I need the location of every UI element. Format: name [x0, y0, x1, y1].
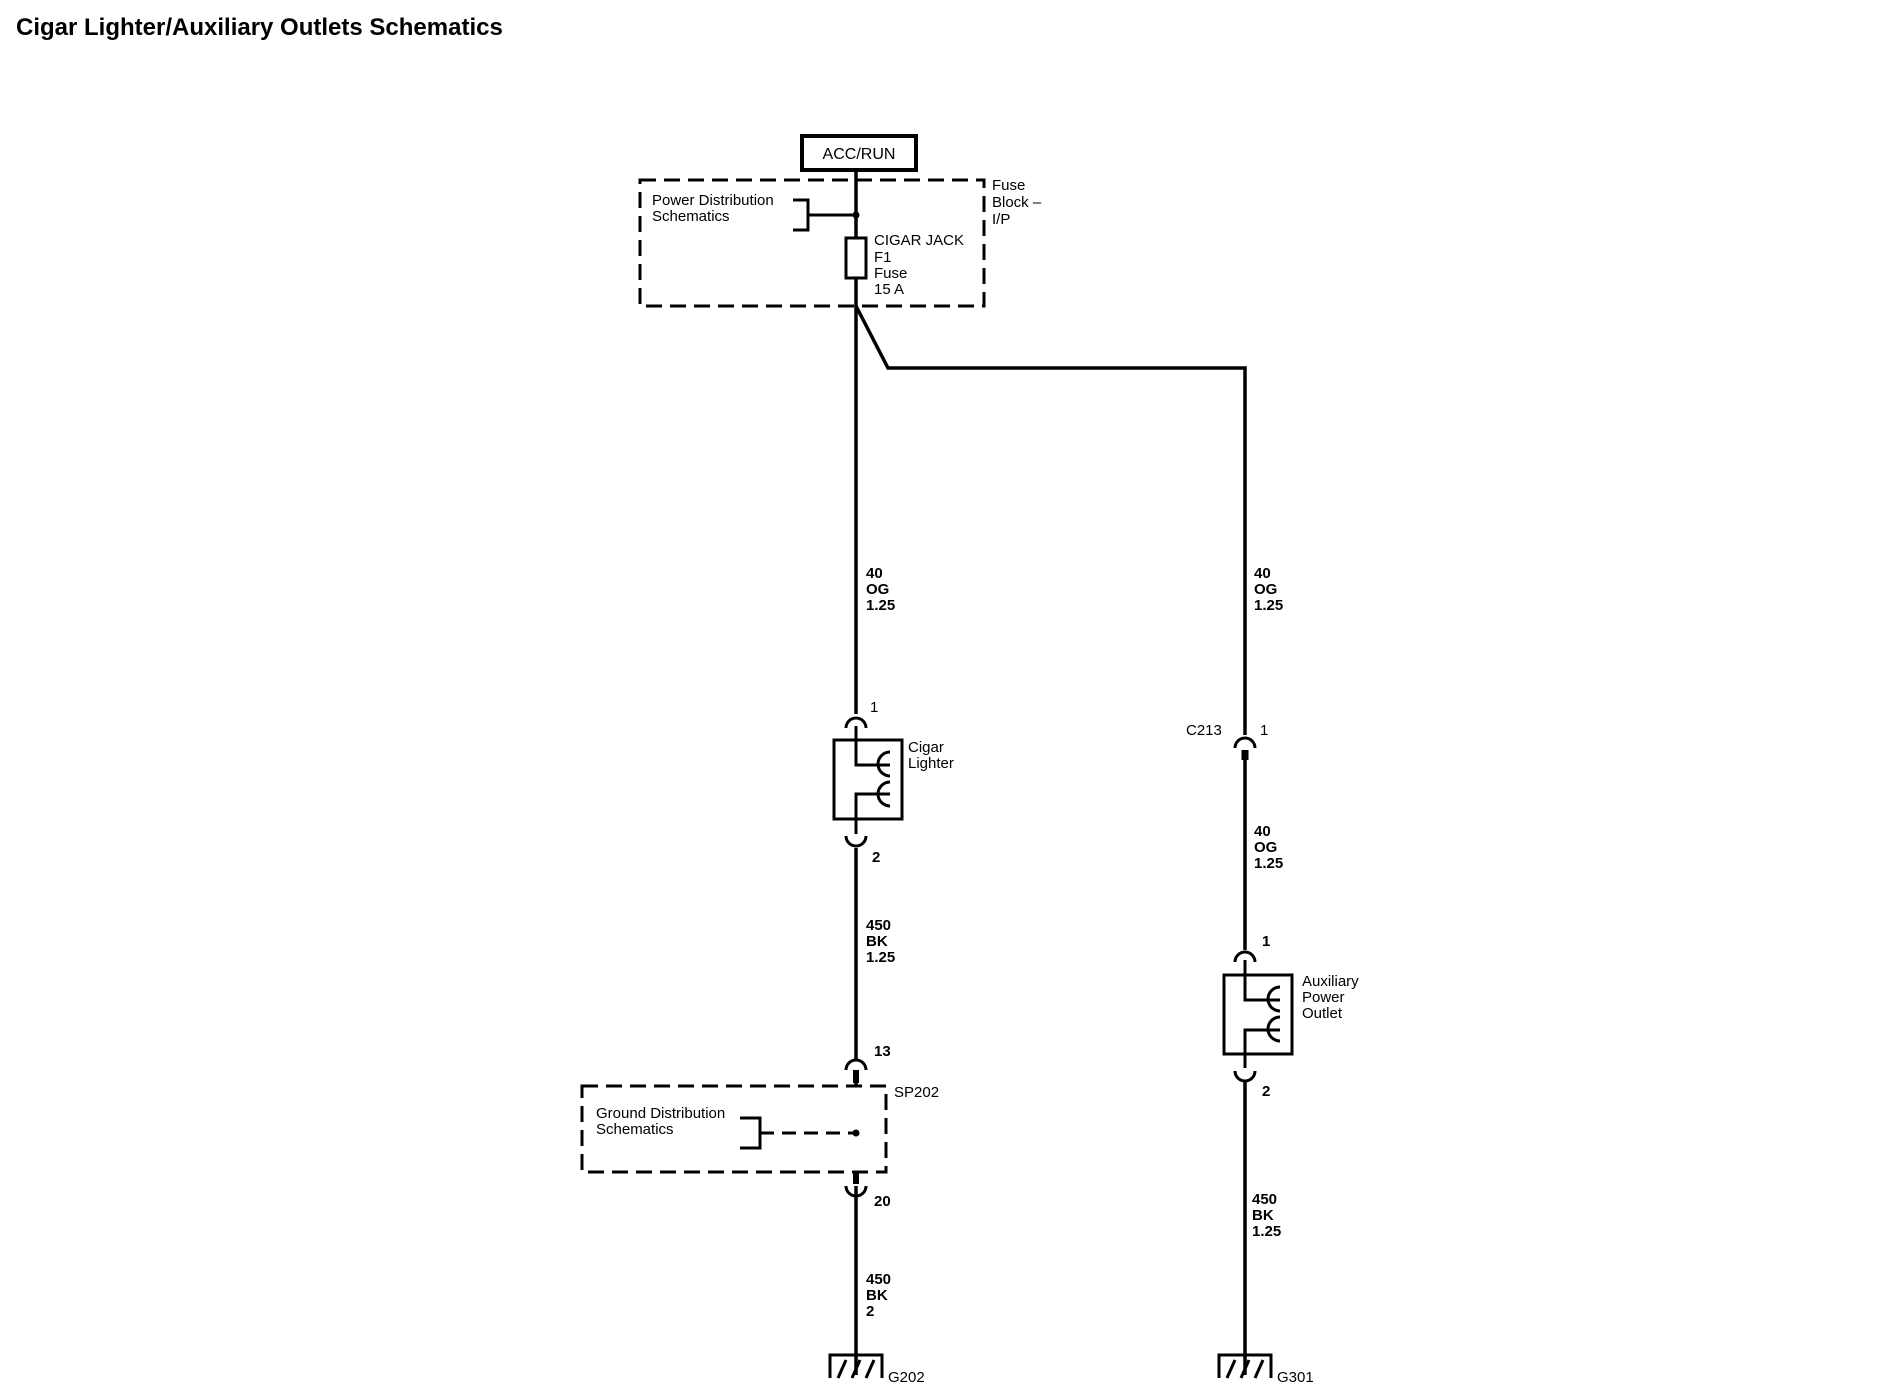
wire-left-mid-gauge: 1.25 — [866, 949, 895, 966]
sp202-splice-dot — [852, 1129, 860, 1137]
aux-outlet-component — [1222, 950, 1294, 1083]
aux-outlet-pin-bottom: 2 — [1262, 1083, 1270, 1100]
cigar-lighter-pin-bottom: 2 — [872, 849, 880, 866]
sp202-pin-top: 13 — [874, 1043, 891, 1060]
fuse-block-name-line1: Fuse — [992, 177, 1025, 194]
cigar-lighter-pin2-connector — [844, 835, 868, 848]
fuse-block-name-line3: I/P — [992, 211, 1010, 228]
wire-right-bottom-color: BK — [1252, 1207, 1274, 1224]
fuse-block-name-line2: Block – — [992, 194, 1042, 211]
wire-left-top-color: OG — [866, 581, 889, 598]
aux-outlet-pin-top: 1 — [1262, 933, 1270, 950]
ground-distribution-ref-line1: Ground Distribution — [596, 1105, 725, 1122]
aux-outlet-label-line1: Auxiliary — [1302, 973, 1359, 990]
wire-right-bottom-gauge: 1.25 — [1252, 1223, 1281, 1240]
ground-distribution-ref-line2: Schematics — [596, 1121, 674, 1138]
wire-right-top-color: OG — [1254, 581, 1277, 598]
cigar-lighter-label-line1: Cigar — [908, 739, 944, 756]
ground-g301-label: G301 — [1277, 1369, 1314, 1386]
wire-right-mid-color: OG — [1254, 839, 1277, 856]
power-source-label: ACC/RUN — [823, 146, 896, 163]
fuse-label-line4: 15 A — [874, 281, 904, 298]
c213-connector — [1233, 736, 1257, 760]
ground-g301-symbol — [1217, 1353, 1273, 1379]
power-source-box: ACC/RUN — [800, 134, 918, 172]
cigar-lighter-label-line2: Lighter — [908, 755, 954, 772]
fuse-label-line1: CIGAR JACK — [874, 232, 964, 249]
fuse-label-line3: Fuse — [874, 265, 907, 282]
power-distribution-ref-line2: Schematics — [652, 208, 730, 225]
wire-right-mid-circuit: 40 — [1254, 823, 1271, 840]
wire-right-top-circuit: 40 — [1254, 565, 1271, 582]
wire-right-top-gauge: 1.25 — [1254, 597, 1283, 614]
cigar-lighter-component — [832, 716, 904, 848]
c213-connector-pin: 1 — [1260, 722, 1268, 739]
wire-right-mid-gauge: 1.25 — [1254, 855, 1283, 872]
wire-left-mid-circuit: 450 — [866, 917, 891, 934]
aux-outlet-pin1-connector — [1233, 950, 1257, 963]
fuse-label-line2: F1 — [874, 249, 892, 266]
cigar-lighter-pin1-connector — [844, 716, 868, 729]
aux-outlet-pin2-connector — [1233, 1070, 1257, 1083]
ground-g202-symbol — [828, 1353, 884, 1379]
ground-g202-label: G202 — [888, 1369, 925, 1386]
sp202-name: SP202 — [894, 1084, 939, 1101]
cigar-lighter-pin-top: 1 — [870, 699, 878, 716]
power-distribution-ref-line1: Power Distribution — [652, 192, 774, 209]
sp202-pin-bottom: 20 — [874, 1193, 891, 1210]
c213-connector-name: C213 — [1186, 722, 1222, 739]
aux-outlet-label-line2: Power — [1302, 989, 1345, 1006]
sp202-splice — [580, 1058, 888, 1198]
page-title: Cigar Lighter/Auxiliary Outlets Schemati… — [16, 14, 503, 41]
wire-left-bottom-gauge: 2 — [866, 1303, 874, 1320]
aux-outlet-label-line3: Outlet — [1302, 1005, 1343, 1022]
wire-left-bottom-color: BK — [866, 1287, 888, 1304]
power-distribution-bracket — [793, 198, 855, 232]
fuse-symbol — [844, 236, 868, 280]
fuse-block-box — [638, 178, 986, 308]
wire-left-bottom-circuit: 450 — [866, 1271, 891, 1288]
wire-left-top-gauge: 1.25 — [866, 597, 895, 614]
wire-left-top-circuit: 40 — [866, 565, 883, 582]
wire-lines — [854, 170, 1247, 1375]
wire-right-bottom-circuit: 450 — [1252, 1191, 1277, 1208]
wire-left-mid-color: BK — [866, 933, 888, 950]
